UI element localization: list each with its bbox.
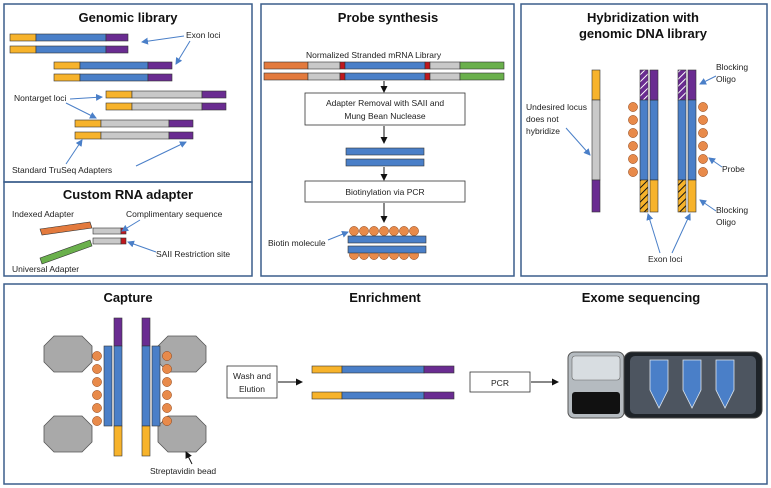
biotinylation-box [304,180,466,203]
nontarget-loci-arrow-2 [65,102,97,119]
panel-probe-synthesis [260,3,515,277]
exon-loci-arrow-2 [175,40,191,65]
undesired-arrow [565,127,591,156]
undesired-locus-line1: Undesired locus [526,102,587,112]
blocking-oligo-bottom-arrow [699,199,717,212]
capture-strands [103,317,161,457]
probe-arrow [708,157,723,168]
capture-biotins [92,351,172,426]
panel-custom-rna-adapter [3,181,253,277]
blocking-oligo-bottom-line2: Oligo [716,217,736,227]
undesired-locus-strand [591,69,601,213]
enrichment-title: Enrichment [349,290,421,305]
hyb-exon-loci-label: Exon loci [648,254,683,264]
exon-loci-arrow [141,35,185,45]
rna-adapter-structure [39,221,127,265]
enriched-fragments [311,365,455,400]
mrna-library-strands [263,61,505,81]
restriction-site-label: SAII Restriction site [156,249,230,259]
probe-biotins-right [698,102,708,177]
exon-loci-label: Exon loci [186,30,221,40]
wash-elution-line2: Elution [239,384,265,394]
blocking-oligo-top-arrow [699,75,717,85]
hyb-exon-arrow-right [671,213,691,254]
mrna-library-label: Normalized Stranded mRNA Library [306,50,442,60]
bead-arrow [185,451,193,465]
genomic-exon-fragments [9,33,173,82]
blocking-oligo-bottom-line1: Blocking [716,205,748,215]
restriction-arrow [127,240,157,253]
adapter-removal-line2: Mung Bean Nuclease [344,111,426,121]
custom-rna-title: Custom RNA adapter [63,187,193,202]
universal-adapter-label: Universal Adapter [12,264,79,274]
biotin-arrow [327,230,349,241]
probe-biotins-left [628,102,638,177]
biotinylation-label: Biotinylation via PCR [345,187,424,197]
panel-capture-enrichment-sequencing [3,283,768,485]
hybridization-title-line2: genomic DNA library [579,26,708,41]
exome-sequencing-title: Exome sequencing [582,290,701,305]
truseq-adapters-label: Standard TruSeq Adapters [12,165,112,175]
hybrid-pair-right [677,69,697,213]
streptavidin-bead-label: Streptavidin bead [150,466,216,476]
hybridization-title-line1: Hybridization with [587,10,699,25]
probe-synthesis-title: Probe synthesis [338,10,438,25]
genomic-nontarget-fragments [74,90,227,140]
nontarget-loci-label: Nontarget loci [14,93,67,103]
biotin-molecule-label: Biotin molecule [268,238,326,248]
biotinylated-probes [347,226,427,260]
indexed-adapter-label: Indexed Adapter [12,209,74,219]
nontarget-loci-arrow [69,93,103,101]
adapter-removal-box [304,92,466,126]
truseq-arrow-left [65,139,83,165]
sample-tubes [649,359,735,409]
hyb-exon-arrow-left [646,213,661,254]
blocking-oligo-top-line2: Oligo [716,74,736,84]
blocking-oligo-top-line1: Blocking [716,62,748,72]
panel-hybridization [520,3,768,277]
streptavidin-beads [43,335,207,453]
adapter-removal-line1: Adapter Removal with SAII and [326,98,444,108]
truseq-arrow-right [135,141,187,167]
capture-title: Capture [103,290,152,305]
probe-label: Probe [722,164,745,174]
complementary-sequence-label: Complimentary sequence [126,209,223,219]
hybrid-pair-left [639,69,659,213]
complementary-arrow [121,219,141,232]
wash-elution-box [226,365,278,399]
pcr-label: PCR [491,378,509,388]
trimmed-inserts [345,147,425,167]
undesired-locus-line2: does not [526,114,559,124]
pcr-box [469,371,531,393]
genomic-library-title: Genomic library [79,10,179,25]
undesired-locus-line3: hybridize [526,126,560,136]
wash-elution-line1: Wash and [233,371,271,381]
